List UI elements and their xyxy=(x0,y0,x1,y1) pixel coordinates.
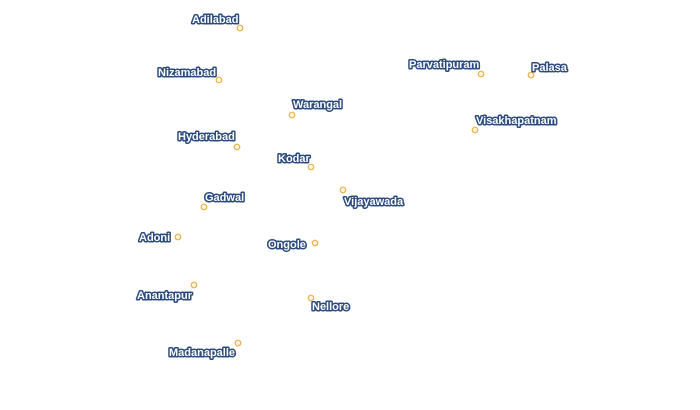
city-label-palasa: Palasa xyxy=(532,62,568,74)
city-marker-icon[interactable] xyxy=(527,71,535,79)
city-marker-icon[interactable] xyxy=(471,126,479,134)
city-parvatipuram[interactable]: Parvatipuram xyxy=(408,58,485,78)
city-label-nellore: Nellore xyxy=(312,301,349,313)
city-label-anantapur: Anantapur xyxy=(137,290,193,302)
city-hyderabad[interactable]: Hyderabad xyxy=(177,130,241,151)
city-nizamabad[interactable]: Nizamabad xyxy=(157,66,223,84)
city-label-vijayawada: Vijayawada xyxy=(344,196,404,208)
city-label-hyderabad: Hyderabad xyxy=(178,131,235,143)
city-marker-icon[interactable] xyxy=(307,294,315,302)
city-marker-icon[interactable] xyxy=(174,233,182,241)
city-label-ongole: Ongole xyxy=(268,239,306,251)
city-adilabad[interactable]: Adilabad xyxy=(191,13,244,32)
city-anantapur[interactable]: Anantapur xyxy=(136,281,198,304)
city-label-visakhapatnam: Visakhapatnam xyxy=(476,115,557,127)
city-label-nizamabad: Nizamabad xyxy=(158,67,216,79)
city-palasa[interactable]: Palasa xyxy=(527,61,569,79)
city-adoni[interactable]: Adoni xyxy=(138,231,182,246)
city-marker-icon[interactable] xyxy=(190,281,198,289)
city-label-kodar: Kodar xyxy=(278,153,311,165)
city-label-adoni: Adoni xyxy=(139,232,170,244)
city-marker-icon[interactable] xyxy=(339,186,347,194)
city-label-parvatipuram: Parvatipuram xyxy=(409,59,480,71)
city-label-adilabad: Adilabad xyxy=(192,14,238,26)
city-gadwal[interactable]: Gadwal xyxy=(200,191,246,211)
city-marker-icon[interactable] xyxy=(288,111,296,119)
city-marker-icon[interactable] xyxy=(215,76,223,84)
city-marker-icon[interactable] xyxy=(233,143,241,151)
city-nellore[interactable]: Nellore xyxy=(307,294,351,315)
city-marker-icon[interactable] xyxy=(236,24,244,32)
city-marker-icon[interactable] xyxy=(311,239,319,247)
city-label-warangal: Warangal xyxy=(293,99,342,111)
city-marker-icon[interactable] xyxy=(477,70,485,78)
city-marker-icon[interactable] xyxy=(200,203,208,211)
city-visakhapatnam[interactable]: Visakhapatnam xyxy=(471,114,558,134)
city-warangal[interactable]: Warangal xyxy=(288,98,344,119)
city-label-madanapalle: Madanapalle xyxy=(169,347,235,359)
city-marker-icon[interactable] xyxy=(307,163,315,171)
city-marker-icon[interactable] xyxy=(234,339,242,347)
city-madanapalle[interactable]: Madanapalle xyxy=(168,339,242,361)
city-ongole[interactable]: Ongole xyxy=(267,238,319,253)
city-kodar[interactable]: Kodar xyxy=(277,152,315,171)
city-vijayawada[interactable]: Vijayawada xyxy=(339,186,405,210)
city-label-gadwal: Gadwal xyxy=(205,192,244,204)
